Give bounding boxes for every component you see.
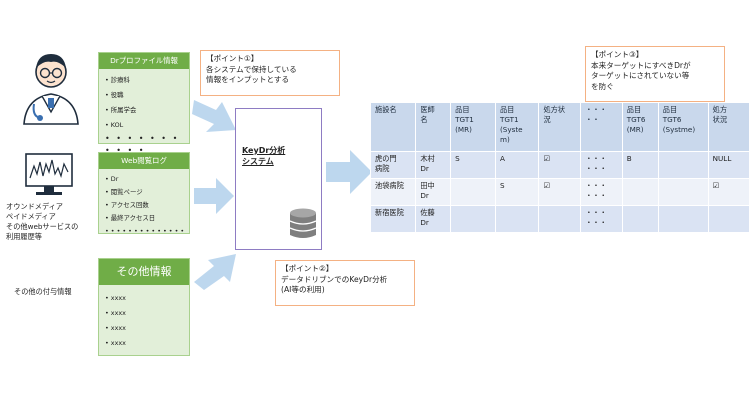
callout-line: 各システムで保持している [206,64,297,74]
table-cell [707,205,750,233]
arrow-right-icon [192,100,236,132]
table-cell: ☑ [538,178,582,206]
header-facility: 施設名 [369,102,417,152]
table-cell: ・・・・・・ [580,178,623,206]
other-info-list: xxxx xxxx xxxx xxxx [99,285,189,351]
table-cell: 虎の門病院 [369,151,417,179]
table-cell [621,178,659,206]
callout-line: 情報をインプットとする [206,75,290,84]
point-1-callout: 【ポイント①】 各システムで保持している 情報をインプットとする [200,50,340,96]
web-log-box: Web閲覧ログ Dr 閲覧ページ アクセス回数 最終アクセス日 • • • • … [98,152,190,235]
table-cell: ・・・・・・ [580,151,623,179]
arrow-right-icon [194,178,234,214]
arrow-right-icon [194,254,236,290]
ellipsis-dots: • • • • • • • • • • • [105,134,180,155]
point-3-callout: 【ポイント③】 本来ターゲットにすべきDrが ターゲットにされていない等 を防ぐ [585,46,725,102]
list-item: 最終アクセス日 [105,212,189,225]
system-name-line: システム [242,157,274,166]
web-log-title: Web閲覧ログ [99,153,189,169]
table-cell: A [494,151,540,179]
dr-profile-list: 診療科 役職 所属学会 KOL [99,69,189,133]
table-cell [621,205,659,233]
table-cell: S [450,151,496,179]
media-label-line: ペイドメディア [6,212,56,221]
callout-line: 本来ターゲットにすべきDrが [591,60,691,70]
table-cell [538,205,582,233]
callout-line: 【ポイント②】 [281,264,334,273]
table-cell: ・・・・・・ [580,205,623,233]
table-cell [657,205,709,233]
table-cell: B [621,151,659,179]
list-item: 所属学会 [105,103,189,118]
callout-line: データドリブンでのKeyDr分析 [281,274,388,284]
list-item: 診療科 [105,73,189,88]
table-cell: S [494,178,540,206]
header-prescription-status-2: 処方状況 [707,102,750,152]
header-ellipsis: ・・・・・ [580,102,623,152]
keydr-system-box: KeyDr分析 システム [235,108,322,250]
list-item: xxxx [105,321,189,336]
header-prescription-status: 処方状況 [538,102,582,152]
table-cell [494,205,540,233]
list-item: KOL [105,118,189,133]
list-item: xxxx [105,336,189,351]
dr-profile-title: Drプロファイル情報 [99,53,189,69]
dr-profile-box: Drプロファイル情報 診療科 役職 所属学会 KOL • • • • • • •… [98,52,190,155]
table-cell: ☑ [707,178,750,206]
chart-monitor-icon [25,153,73,195]
callout-line: を防ぐ [591,81,614,91]
arrow-right-icon [326,150,372,194]
list-item: アクセス回数 [105,199,189,212]
list-item: 閲覧ページ [105,186,189,199]
media-label-line: その他webサービスの [6,222,79,231]
callout-line: (AI等の利用) [281,285,325,294]
callout-line: 【ポイント③】 [591,50,644,59]
system-name: KeyDr分析 システム [242,145,318,167]
database-icon [289,208,317,238]
table-cell: NULL [707,151,750,179]
header-doctor: 医師名 [415,102,452,152]
table-cell: 池袋病院 [369,178,417,206]
list-item: xxxx [105,291,189,306]
table-cell: ☑ [538,151,582,179]
list-item: • • • • • • • • • • • • • [105,225,189,238]
other-info-box: その他情報 xxxx xxxx xxxx xxxx [98,258,190,356]
list-item: 役職 [105,88,189,103]
other-info-title: その他情報 [99,259,189,285]
callout-line: 【ポイント①】 [206,54,259,63]
table-cell: 新宿医院 [369,205,417,233]
media-label-line: オウンドメディア [6,202,63,211]
media-label: オウンドメディア ペイドメディア その他webサービスの 利用履歴等 [6,202,98,242]
doctor-icon [23,54,79,125]
web-log-list: Dr 閲覧ページ アクセス回数 最終アクセス日 • • • • • • • • … [99,169,189,238]
list-item: Dr [105,173,189,186]
table-cell [657,151,709,179]
callout-line: ターゲットにされていない等 [591,71,690,80]
list-item: xxxx [105,306,189,321]
table-cell [450,205,496,233]
table-cell [657,178,709,206]
table-cell [450,178,496,206]
point-2-callout: 【ポイント②】 データドリブンでのKeyDr分析 (AI等の利用) [275,260,415,306]
media-label-line: 利用履歴等 [6,232,42,241]
system-name-line: KeyDr分析 [242,146,286,155]
other-info-label: その他の付与情報 [14,287,72,296]
